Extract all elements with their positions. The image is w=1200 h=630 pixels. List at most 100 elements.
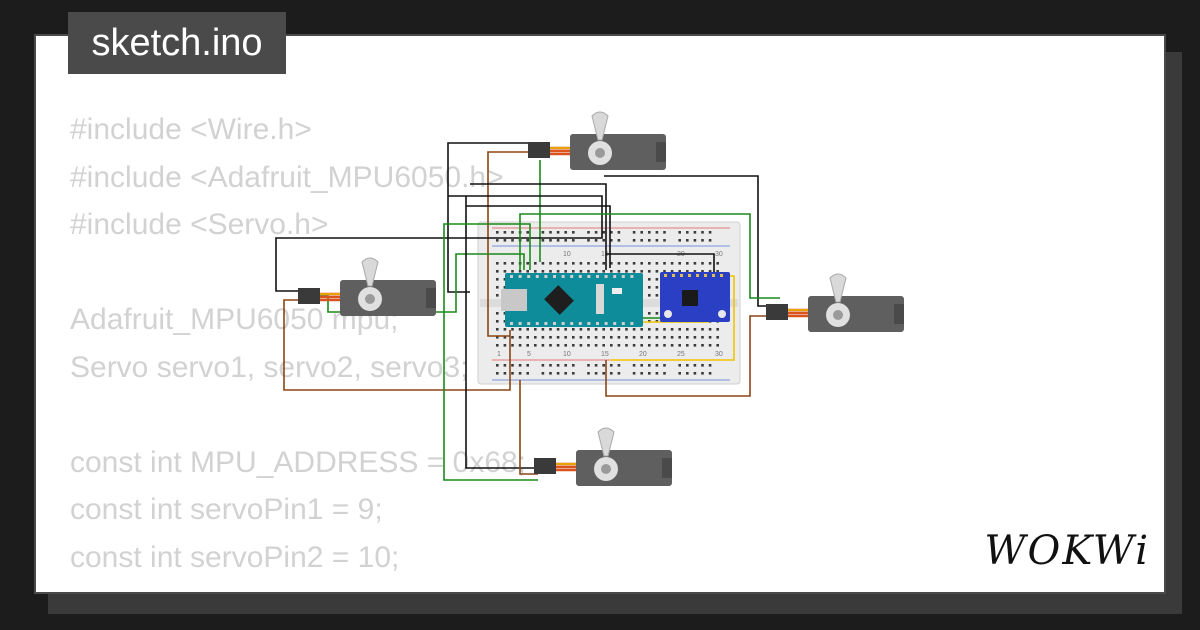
hole — [708, 328, 712, 331]
hole — [655, 286, 659, 289]
hole — [720, 274, 723, 277]
hole — [579, 336, 583, 339]
hole — [648, 286, 651, 289]
hole — [602, 239, 605, 242]
hole — [648, 328, 651, 331]
hole — [541, 364, 545, 367]
code-preview: #include <Wire.h> #include <Adafruit_MPU… — [70, 106, 526, 592]
hole — [663, 336, 666, 339]
wire-brown — [487, 151, 530, 337]
hole — [648, 239, 651, 242]
hole — [670, 270, 674, 273]
hole — [544, 322, 548, 325]
hole — [640, 364, 643, 367]
hole — [640, 372, 643, 375]
hole — [561, 275, 565, 278]
servo-top[interactable] — [528, 111, 666, 170]
column-label: 10 — [563, 251, 571, 258]
hole — [640, 336, 643, 339]
hole — [617, 372, 621, 375]
hole — [670, 328, 674, 331]
wire-black — [447, 142, 528, 293]
hole — [716, 270, 719, 273]
hole — [496, 344, 499, 347]
hole — [587, 270, 590, 273]
hole — [648, 312, 651, 315]
hole — [534, 270, 537, 273]
hole — [701, 344, 704, 347]
hole — [632, 231, 636, 234]
code-line: Servo servo1, servo2, servo3; — [70, 350, 469, 384]
hole — [708, 364, 712, 367]
hole — [503, 270, 507, 273]
hole — [708, 372, 712, 375]
hole — [578, 275, 582, 278]
hole — [556, 344, 560, 347]
hole — [680, 274, 683, 277]
hole — [534, 262, 537, 265]
hole — [503, 328, 507, 331]
hole — [594, 231, 598, 234]
hole — [526, 344, 529, 347]
hole — [686, 262, 689, 265]
hole — [708, 239, 712, 242]
hole — [526, 328, 529, 331]
hole — [572, 239, 575, 242]
wire-black — [466, 205, 611, 268]
hole — [587, 239, 590, 242]
mpu-pins — [664, 274, 723, 277]
hole — [549, 336, 552, 339]
wokwi-logo[interactable]: WOKWi — [984, 528, 1150, 574]
arduino-nano[interactable] — [501, 273, 643, 327]
hole — [564, 372, 567, 375]
hole — [496, 364, 499, 367]
hole — [670, 344, 674, 347]
hole — [570, 322, 574, 325]
column-label: 15 — [601, 251, 609, 258]
column-label: 20 — [639, 351, 647, 358]
hole — [526, 336, 529, 339]
mpu6050-module[interactable] — [660, 272, 730, 322]
hole — [579, 262, 583, 265]
hole — [511, 344, 514, 347]
hole — [549, 372, 552, 375]
hole — [518, 336, 522, 339]
hole — [564, 231, 567, 234]
hole — [701, 231, 704, 234]
hole — [572, 262, 575, 265]
wire-black — [606, 253, 715, 272]
hole — [708, 262, 712, 265]
hole — [640, 231, 643, 234]
hole — [549, 328, 552, 331]
hole — [716, 262, 719, 265]
hole — [663, 344, 666, 347]
hole — [678, 336, 681, 339]
hole — [503, 231, 507, 234]
servo-right[interactable] — [766, 273, 904, 332]
hole — [632, 328, 636, 331]
hole — [613, 322, 617, 325]
wire-black — [465, 196, 536, 469]
hole — [670, 336, 674, 339]
hole — [693, 372, 697, 375]
code-line: const int servoPin3 = 11; — [70, 581, 526, 592]
hole — [526, 270, 529, 273]
servo-bottom[interactable] — [534, 427, 672, 486]
wire-green — [519, 213, 780, 299]
hole — [678, 270, 681, 273]
servo-left[interactable] — [298, 257, 436, 316]
hole — [503, 336, 507, 339]
hole — [572, 364, 575, 367]
hole — [579, 344, 583, 347]
hole — [617, 239, 621, 242]
hole — [556, 262, 560, 265]
hole — [693, 231, 697, 234]
hole — [678, 231, 681, 234]
hole — [496, 320, 499, 323]
hole — [655, 278, 659, 281]
hole — [716, 344, 719, 347]
file-tab[interactable]: sketch.ino — [68, 12, 286, 74]
hole — [648, 344, 651, 347]
hole — [610, 231, 613, 234]
hole — [518, 328, 522, 331]
